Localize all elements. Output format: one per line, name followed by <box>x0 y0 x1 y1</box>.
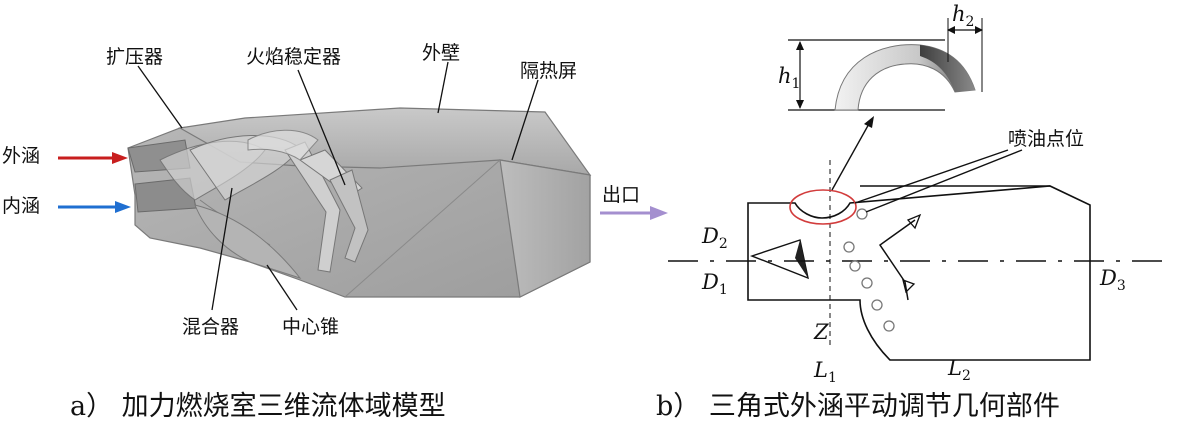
symbol-z: Z <box>814 320 829 344</box>
label-diffuser: 扩压器 <box>106 46 164 68</box>
label-heat-shield: 隔热屏 <box>520 60 578 82</box>
leader-lines-a <box>137 61 539 311</box>
symbol-h1: h1 <box>778 64 801 93</box>
outlet-arrow <box>600 206 668 220</box>
label-outer-wall: 外壁 <box>422 42 461 64</box>
afterburner-3d-model <box>127 107 592 298</box>
symbol-d3: D3 <box>1100 266 1126 295</box>
symbol-h2: h2 <box>952 2 975 31</box>
caption-b: b） 三角式外涵平动调节几何部件 <box>656 391 1060 422</box>
label-center-cone: 中心锥 <box>282 316 340 338</box>
symbol-l2: L2 <box>948 356 971 385</box>
label-flame-holder: 火焰稳定器 <box>246 46 342 68</box>
symbol-d2: D2 <box>702 224 728 253</box>
symbol-d1: D1 <box>702 270 728 299</box>
inner-duct-arrow <box>58 201 131 213</box>
arc-insert-detail <box>788 18 983 111</box>
outer-duct-arrow <box>58 152 128 164</box>
label-inner-duct: 内涵 <box>2 195 41 217</box>
geometry-2d <box>668 160 1165 361</box>
label-mixer: 混合器 <box>182 316 240 338</box>
caption-a: a） 加力燃烧室三维流体域模型 <box>70 391 446 422</box>
label-outer-duct: 外涵 <box>2 145 41 167</box>
injection-points <box>843 208 895 332</box>
symbol-l1: L1 <box>814 358 837 387</box>
leader-lines-b <box>831 116 1023 213</box>
label-injection-points: 喷油点位 <box>1008 128 1085 150</box>
label-outlet: 出口 <box>602 184 641 206</box>
highlight-ellipse <box>789 189 857 225</box>
